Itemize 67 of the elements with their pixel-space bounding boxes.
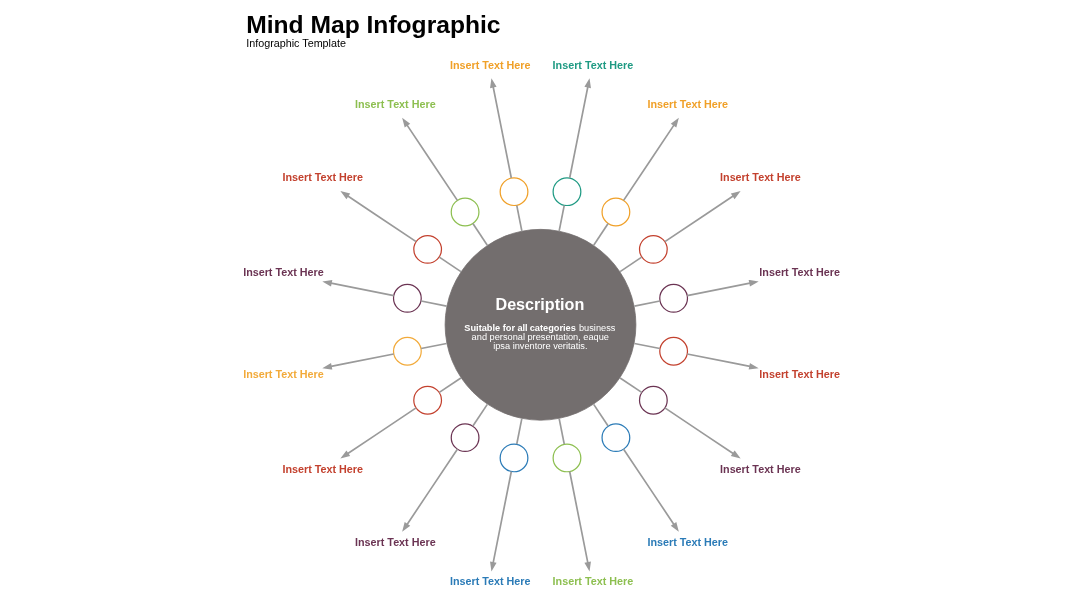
node-text: Insert Text Here — [449, 574, 530, 587]
node-text: Insert Text Here — [758, 368, 840, 381]
node-circle — [600, 197, 630, 227]
arrow — [489, 470, 512, 572]
node-text: Insert Text Here — [449, 58, 530, 71]
node-text: Insert Text Here — [281, 170, 363, 183]
node-text: Insert Text Here — [281, 463, 363, 476]
node-circle — [552, 177, 581, 207]
arrow — [401, 117, 458, 202]
node-text: Insert Text Here — [552, 58, 633, 71]
node-text: Insert Text Here — [354, 98, 436, 111]
node-circle — [552, 443, 581, 473]
connector — [618, 256, 643, 273]
node-text: Insert Text Here — [646, 98, 728, 111]
node-circle — [392, 336, 422, 366]
node-circle — [392, 283, 422, 313]
node-circle — [638, 385, 668, 415]
arrow — [339, 407, 417, 459]
node-text: Insert Text Here — [719, 463, 801, 476]
arrow — [663, 191, 741, 243]
arrow — [339, 191, 417, 243]
arrow — [401, 448, 458, 532]
node-circle — [450, 197, 480, 227]
node-text: Insert Text Here — [242, 265, 324, 278]
node-text: Insert Text Here — [758, 265, 840, 278]
connector — [437, 377, 462, 394]
arrow — [321, 353, 395, 370]
connector — [557, 204, 565, 232]
connector — [633, 300, 661, 307]
node-circle: Description Suitable for all categories business and personal presentation, eaque ipsa inventore veritatis. — [444, 228, 636, 421]
arrow — [568, 78, 591, 179]
connector — [515, 204, 523, 232]
node-circle — [638, 234, 668, 264]
node-text: Insert Text Here — [646, 535, 728, 548]
node-text: Insert Text Here — [242, 368, 324, 381]
arrow — [663, 407, 741, 459]
node-text: Insert Text Here — [354, 535, 436, 548]
diagram-title: Mind Map Infographic — [245, 11, 501, 39]
arrow — [568, 470, 591, 572]
arrow — [685, 279, 759, 297]
arrow — [489, 78, 512, 179]
node-circle — [600, 423, 630, 453]
node-circle — [499, 177, 528, 207]
node-circle — [499, 443, 528, 473]
caption: Infographic Template — [245, 36, 346, 49]
connector — [437, 256, 462, 273]
node-circle — [412, 385, 442, 415]
connector — [419, 300, 447, 307]
arrow — [685, 353, 759, 370]
connector — [419, 342, 447, 350]
connector — [592, 222, 609, 246]
node-circle — [450, 423, 480, 453]
connector — [515, 417, 523, 445]
connector — [618, 377, 643, 394]
node-text: Insert Text Here — [719, 170, 801, 183]
connector — [471, 403, 488, 427]
node-circle — [658, 336, 688, 366]
arrow — [321, 279, 395, 297]
arrow — [622, 448, 679, 532]
arrow — [622, 117, 679, 202]
connector — [633, 342, 661, 350]
node-circle — [658, 283, 688, 313]
connector — [471, 222, 488, 246]
connector — [557, 417, 565, 445]
connector — [592, 403, 609, 427]
node-text: Insert Text Here — [552, 574, 633, 587]
node-circle — [412, 234, 442, 264]
